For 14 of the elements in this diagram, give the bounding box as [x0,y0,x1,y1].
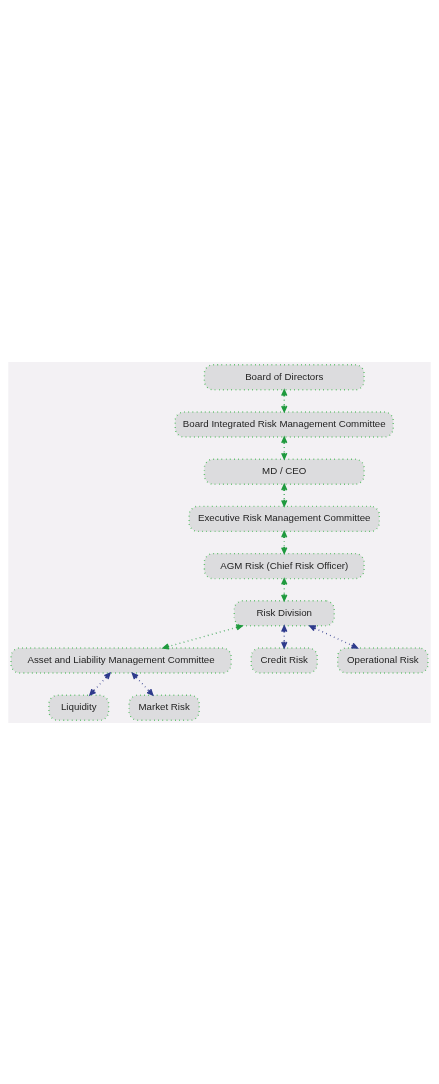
node-box: Executive Risk Management Committee [188,505,381,532]
node-box: Market Risk [128,694,200,721]
node-box: MD / CEO [203,458,365,485]
node-box: Operational Risk [337,646,429,674]
node-box: Asset and Liability Management Committee [10,646,232,674]
node-box: AGM Risk (Chief Risk Officer) [203,552,365,579]
node-box: Liquidity [48,694,110,721]
node-box: Credit Risk [250,646,318,674]
arrow [131,672,154,696]
node-box: Board Integrated Risk Management Committee [174,410,394,438]
node-box: Board of Directors [203,363,365,390]
arrow [89,672,111,696]
arrow [309,624,358,649]
node-box: Risk Division [233,599,335,626]
